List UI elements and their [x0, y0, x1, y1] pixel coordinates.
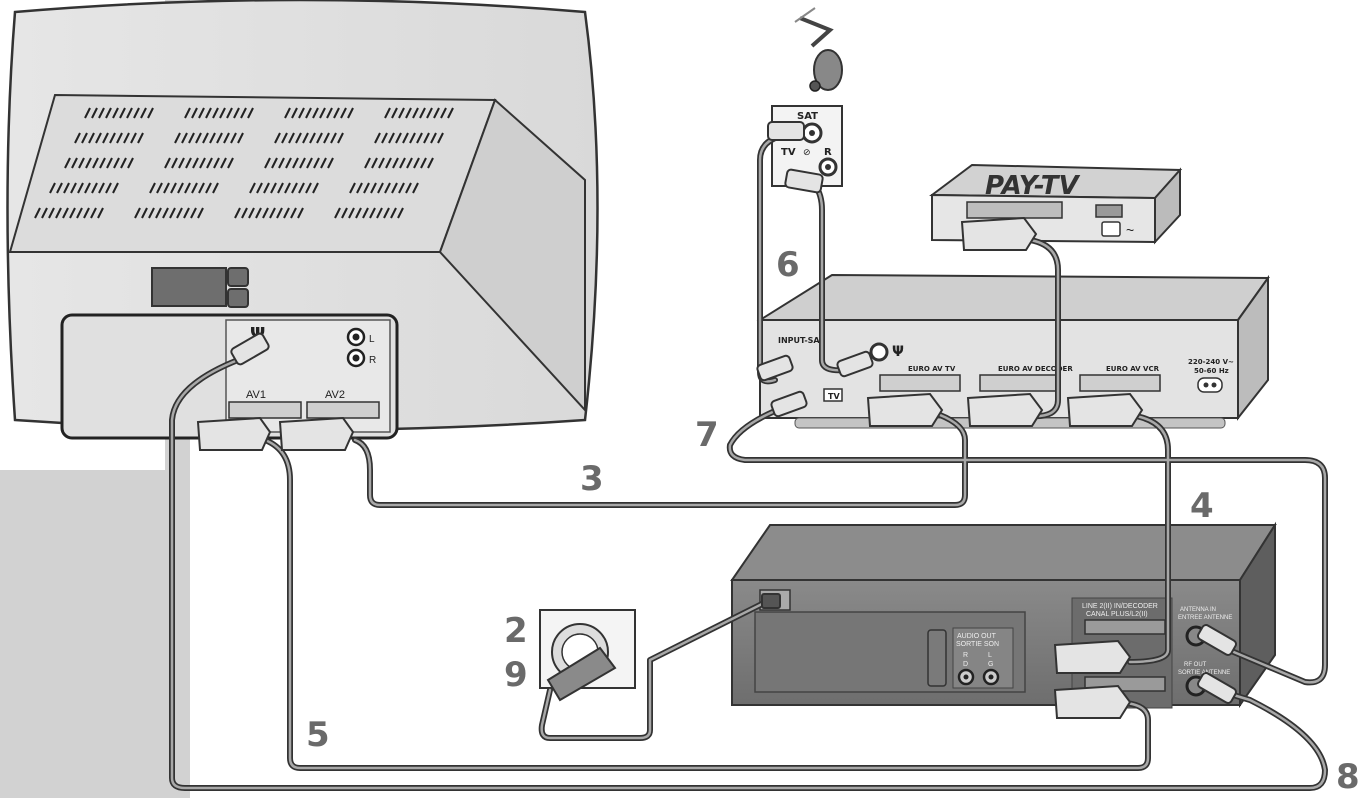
step-number-7: 7	[695, 415, 719, 455]
step-number-4: 4	[1190, 486, 1214, 526]
vcr-entree-antenne-label: ENTREE ANTENNE	[1178, 615, 1232, 621]
vcr-ch-l-label: L	[988, 652, 992, 659]
vcr: AUDIO OUT SORTIE SON R D L G LINE 2(II) …	[730, 521, 1277, 709]
satellite-dish-icon	[794, 7, 843, 92]
coax-plugs	[230, 121, 1237, 704]
vcr-ch-g-label: G	[988, 661, 993, 668]
vcr-audio-out-label: AUDIO OUT	[957, 633, 997, 640]
receiver-euro-av-vcr-label: EURO AV VCR	[1106, 365, 1160, 373]
tv-vent-slots	[34, 107, 454, 219]
receiver-euro-av-decoder-label: EURO AV DECODER	[998, 365, 1073, 373]
receiver-power-rating-frequency: 50-60 Hz	[1194, 367, 1229, 375]
step-numbers: 2 3 4 5 6 7 8 9	[306, 245, 1360, 797]
step-number-8: 8	[1336, 757, 1360, 797]
step-number-6: 6	[776, 245, 800, 285]
paytv-power-symbol: ~	[1126, 222, 1134, 238]
step-number-3: 3	[580, 459, 604, 499]
wall-r-label: R	[824, 147, 832, 158]
receiver-power-rating-voltage: 220-240 V~	[1188, 358, 1234, 366]
scart-plugs	[196, 216, 1144, 719]
tv-audio-left-label: L	[369, 334, 375, 345]
vcr-sortie-son-label: SORTIE SON	[956, 641, 999, 648]
receiver-antenna-symbol: Ψ	[892, 344, 904, 360]
step-number-9: 9	[504, 655, 528, 695]
vcr-line2-label: LINE 2(II) IN/DECODER	[1082, 603, 1158, 610]
vcr-rf-out-label: RF OUT	[1184, 662, 1207, 668]
power-wall-socket	[539, 609, 636, 702]
tv-set: Ψ L R AV1 AV2	[6, 0, 599, 440]
receiver-euro-av-tv-label: EURO AV TV	[908, 365, 956, 373]
receiver-input-sat-label: INPUT-SAT	[778, 336, 825, 345]
tv-audio-right-label: R	[369, 355, 376, 366]
paytv-title: PAY-TV	[985, 171, 1081, 201]
step-number-2: 2	[504, 611, 528, 651]
vcr-ch-d-label: D	[963, 661, 968, 668]
wall-mark-label: ⊘	[803, 147, 811, 157]
vcr-ch-r-label: R	[963, 652, 968, 659]
wall-sat-label: SAT	[797, 111, 818, 122]
step-number-5: 5	[306, 715, 330, 755]
vcr-canal-plus-label: CANAL PLUS/L2(II)	[1086, 611, 1148, 618]
satellite-receiver: INPUT-SAT Ψ TV EURO AV TV EURO AV DECODE…	[756, 273, 1270, 429]
wall-tv-label: TV	[781, 147, 796, 158]
tv-av1-label: AV1	[246, 389, 266, 401]
receiver-tv-out-label: TV	[828, 392, 840, 401]
tv-av2-label: AV2	[325, 389, 345, 401]
vcr-antenna-in-label: ANTENNA IN	[1180, 607, 1216, 613]
